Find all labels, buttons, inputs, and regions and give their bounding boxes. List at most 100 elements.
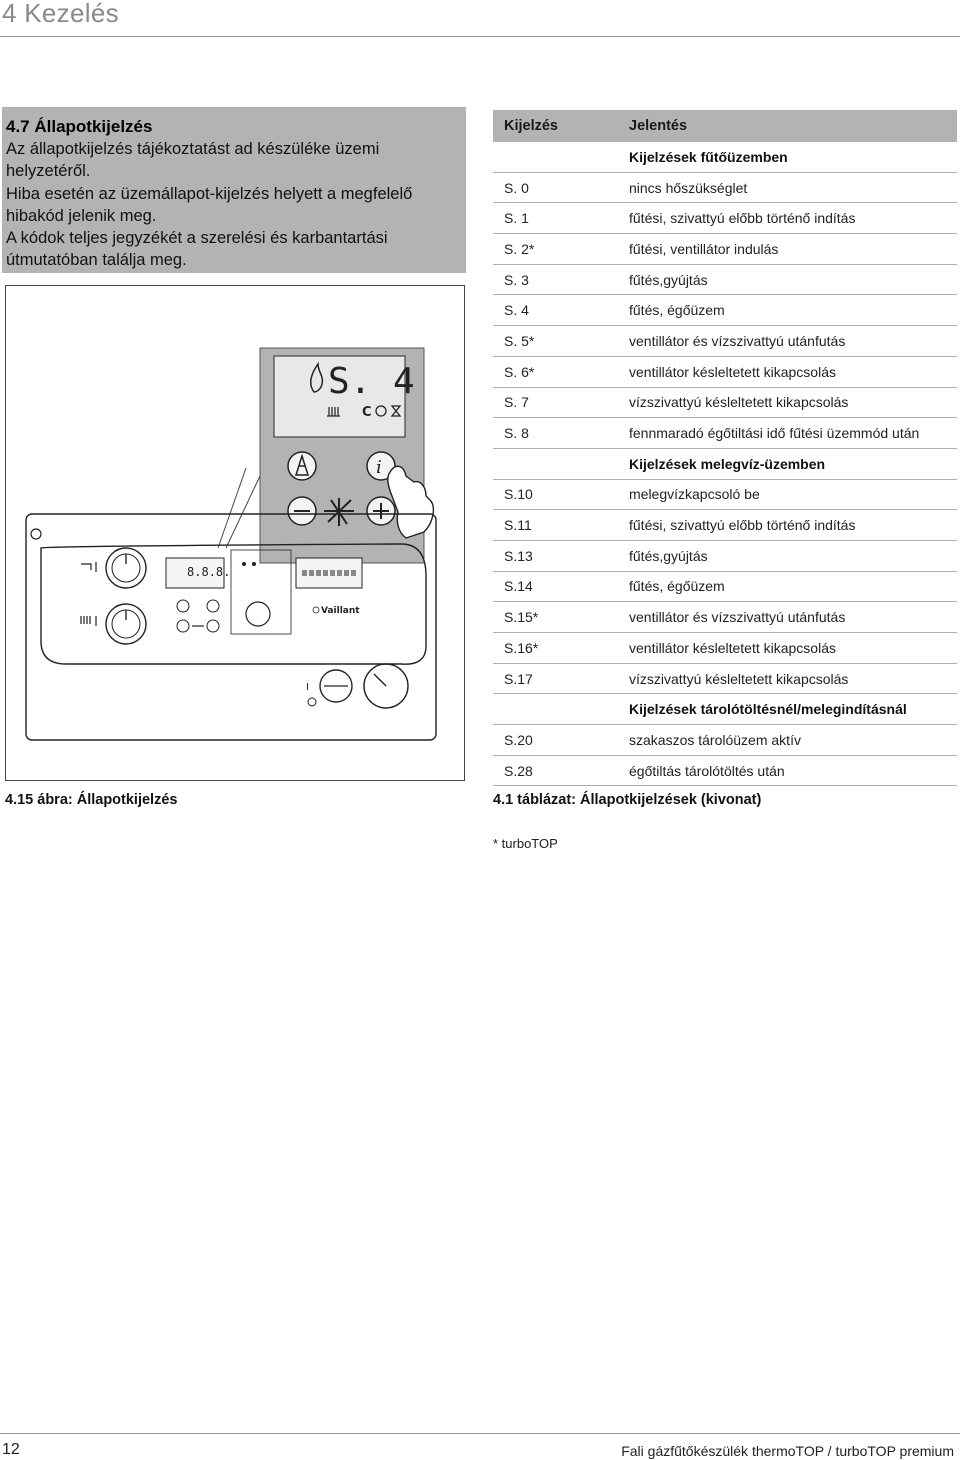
- row-code: S.16*: [504, 639, 539, 656]
- row-code: S.15*: [504, 609, 539, 626]
- table-section-row: Kijelzések fűtőüzemben: [493, 142, 957, 173]
- row-meaning: fűtési, ventillátor indulás: [629, 240, 779, 257]
- intro-line: Hiba esetén az üzemállapot-kijelzés hely…: [6, 184, 413, 203]
- footnote: * turboTOP: [493, 836, 558, 851]
- intro-text: Az állapotkijelzés tájékoztatást ad kész…: [6, 138, 458, 272]
- intro-line: helyzetéről.: [6, 162, 91, 181]
- control-strip: [40, 543, 427, 665]
- intro-line: hibakód jelenik meg.: [6, 206, 157, 225]
- svg-text:Vaillant: Vaillant: [321, 606, 360, 616]
- row-meaning: ventillátor késleltetett kikapcsolás: [629, 363, 836, 380]
- row-meaning: fűtés,gyújtás: [629, 547, 708, 564]
- boiler-control-illustration: S. 4 C i: [25, 347, 437, 741]
- table-row: S. 2* fűtési, ventillátor indulás: [493, 234, 957, 265]
- row-code: S. 1: [504, 210, 529, 227]
- page-number: 12: [2, 1441, 20, 1458]
- row-meaning: fűtés,gyújtás: [629, 271, 708, 288]
- row-code: S. 5*: [504, 332, 535, 349]
- hourglass-icon: [390, 405, 402, 417]
- radiator-icon: [327, 407, 340, 417]
- row-code: S. 7: [504, 394, 529, 411]
- table-row: S.10 melegvízkapcsoló be: [493, 480, 957, 511]
- center-dial: [245, 601, 271, 627]
- table-header: Kijelzés Jelentés: [493, 110, 957, 142]
- table-row: S. 3 fűtés,gyújtás: [493, 265, 957, 296]
- table-row: S. 7 vízszivattyú késleltetett kikapcsolá…: [493, 388, 957, 419]
- row-code: S. 3: [504, 271, 529, 288]
- table-row: S. 0 nincs hőszükséglet: [493, 173, 957, 204]
- clock-icon: [375, 405, 387, 417]
- row-meaning: vízszivattyú késleltetett kikapcsolás: [629, 670, 849, 687]
- footer-divider: [0, 1433, 960, 1434]
- mini-display-text: 8.8.8.: [187, 565, 230, 579]
- chimney-sweep-button: [287, 451, 317, 481]
- table-row: S.13 fűtés,gyújtás: [493, 541, 957, 572]
- row-code: S.11: [504, 517, 532, 534]
- table-section-row: Kijelzések melegvíz-üzemben: [493, 449, 957, 480]
- intro-box: 4.7 Állapotkijelzés Az állapotkijelzés t…: [2, 107, 466, 273]
- hot-water-dial: [105, 547, 147, 589]
- row-meaning: Kijelzések tárolótöltésnél/melegindításn…: [629, 701, 907, 718]
- row-meaning: ventillátor késleltetett kikapcsolás: [629, 639, 836, 656]
- svg-text:I: I: [306, 682, 309, 693]
- tap-icon: [81, 562, 97, 572]
- row-meaning: vízszivattyú késleltetett kikapcsolás: [629, 394, 849, 411]
- table-caption: 4.1 táblázat: Állapotkijelzések (kivonat…: [493, 792, 762, 808]
- flame-icon: [310, 361, 324, 393]
- lcd-display: [273, 355, 406, 438]
- main-switch: [319, 669, 353, 703]
- table-section-row: Kijelzések tárolótöltésnél/melegindításn…: [493, 694, 957, 726]
- intro-line: útmutatóban találja meg.: [6, 251, 187, 270]
- row-code: S. 8: [504, 425, 529, 442]
- row-meaning: melegvízkapcsoló be: [629, 486, 760, 503]
- row-code: S. 2*: [504, 240, 535, 257]
- boiler-housing: [25, 513, 437, 741]
- row-meaning: fűtési, szivattyú előbb történő indítás: [629, 210, 856, 227]
- lcd-status-code: S. 4: [328, 361, 415, 402]
- heating-dial: [105, 603, 147, 645]
- table-row: S. 5* ventillátor és vízszivattyú utánfut…: [493, 326, 957, 357]
- row-meaning: fűtési, szivattyú előbb történő indítás: [629, 517, 856, 534]
- footer-title: Fali gázfűtőkészülék thermoTOP / turboTO…: [621, 1443, 954, 1459]
- table-row: S.16* ventillátor késleltetett kikapcsolá…: [493, 633, 957, 664]
- row-code: S.28: [504, 762, 533, 779]
- row-code: S. 6*: [504, 363, 535, 380]
- chimney-sweep-icon: [294, 453, 310, 476]
- table-row: S.15* ventillátor és vízszivattyú utánfut…: [493, 602, 957, 633]
- info-icon: i: [376, 457, 382, 478]
- chapter-title: 4 Kezelés: [2, 0, 119, 28]
- row-meaning: szakaszos tárolóüzem aktív: [629, 731, 801, 748]
- row-meaning: Kijelzések fűtőüzemben: [629, 148, 788, 165]
- row-meaning: Kijelzések melegvíz-üzemben: [629, 455, 826, 472]
- row-meaning: fennmaradó égőtiltási idő fűtési üzemmód…: [629, 425, 920, 442]
- row-code: S. 0: [504, 179, 529, 196]
- table-row: S. 4 fűtés, égőüzem: [493, 295, 957, 327]
- row-meaning: ventillátor és vízszivattyú utánfutás: [629, 609, 846, 626]
- svg-text:C: C: [362, 405, 372, 420]
- row-code: S.13: [504, 547, 533, 564]
- row-meaning: égőtiltás tárolótöltés után: [629, 762, 785, 779]
- table-row: S.28 égőtiltás tárolótöltés után: [493, 756, 957, 787]
- row-meaning: ventillátor és vízszivattyú utánfutás: [629, 332, 846, 349]
- header-divider: [0, 36, 960, 37]
- status-table: Kijelzés Jelentés Kijelzések fűtőüzemben…: [493, 110, 957, 787]
- row-code: S.10: [504, 486, 533, 503]
- row-meaning: nincs hőszükséglet: [629, 179, 748, 196]
- minus-button: [287, 496, 317, 526]
- column-header-meaning: Jelentés: [629, 118, 688, 134]
- plus-button: [366, 496, 396, 526]
- row-code: S. 4: [504, 302, 529, 319]
- table-row: S. 6* ventillátor késleltetett kikapcsolá…: [493, 357, 957, 388]
- figure-frame: S. 4 C i: [5, 285, 465, 781]
- fan-icon: [324, 498, 354, 526]
- row-meaning: fűtés, égőüzem: [629, 578, 725, 595]
- column-header-code: Kijelzés: [504, 118, 558, 134]
- table-row: S.11 fűtési, szivattyú előbb történő indí…: [493, 510, 957, 541]
- figure-caption: 4.15 ábra: Állapotkijelzés: [5, 792, 178, 808]
- row-meaning: fűtés, égőüzem: [629, 302, 725, 319]
- pressure-gauge: [363, 663, 409, 709]
- intro-line: A kódok teljes jegyzékét a szerelési és …: [6, 229, 388, 248]
